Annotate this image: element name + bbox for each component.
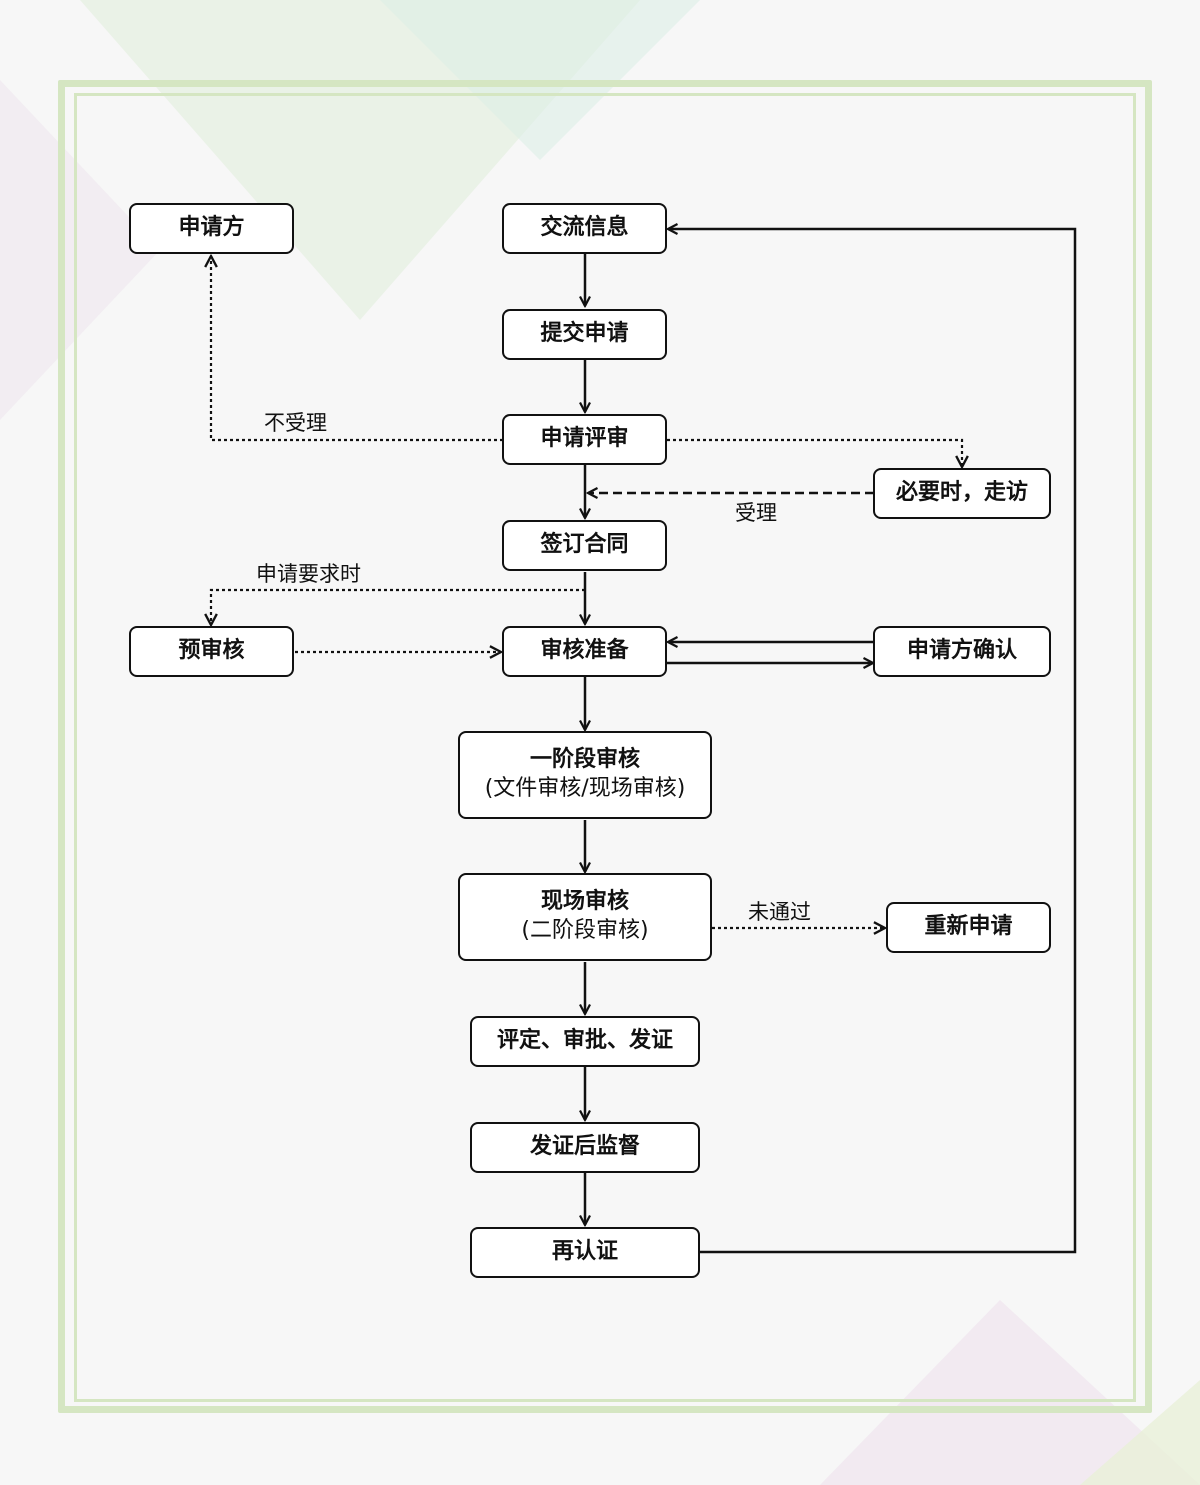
node-application-review-label: 申请评审 xyxy=(540,426,629,452)
label-not-passed: 未通过 xyxy=(748,900,811,924)
node-stage1-audit-detail: (文件审核/现场审核) xyxy=(484,776,686,801)
node-site-visit: 必要时，走访 xyxy=(873,468,1051,519)
node-audit-prep-label: 审核准备 xyxy=(540,638,629,664)
edge-on-request xyxy=(211,588,585,625)
label-on-request: 申请要求时 xyxy=(256,562,361,586)
edge-recert-loop xyxy=(668,229,1077,1254)
node-recertification-label: 再认证 xyxy=(551,1239,618,1265)
node-applicant-confirm-label: 申请方确认 xyxy=(906,638,1017,664)
node-pre-audit: 预审核 xyxy=(129,626,294,677)
node-evaluate-approve: 评定、审批、发证 xyxy=(470,1016,700,1067)
outer-border xyxy=(58,80,1152,1413)
node-submit-application-label: 提交申请 xyxy=(540,321,629,347)
node-post-supervision: 发证后监督 xyxy=(470,1122,700,1173)
node-reapply: 重新申请 xyxy=(886,902,1051,953)
node-submit-application: 提交申请 xyxy=(502,309,667,360)
edge-not-accepted xyxy=(211,256,503,442)
label-not-accepted: 不受理 xyxy=(264,411,327,435)
node-applicant-confirm: 申请方确认 xyxy=(873,626,1051,677)
node-site-visit-label: 必要时，走访 xyxy=(895,480,1028,506)
node-stage1-audit: 一阶段审核 (文件审核/现场审核) xyxy=(458,731,712,819)
node-onsite-audit: 现场审核 (二阶段审核) xyxy=(458,873,712,961)
node-stage1-audit-label: 一阶段审核 xyxy=(529,747,640,773)
node-evaluate-approve-label: 评定、审批、发证 xyxy=(496,1028,673,1054)
node-applicant: 申请方 xyxy=(129,203,294,254)
node-application-review: 申请评审 xyxy=(502,414,667,465)
node-exchange-info-label: 交流信息 xyxy=(540,215,629,241)
node-recertification: 再认证 xyxy=(470,1227,700,1278)
node-audit-prep: 审核准备 xyxy=(502,626,667,677)
node-pre-audit-label: 预审核 xyxy=(178,638,245,664)
node-applicant-label: 申请方 xyxy=(178,215,245,241)
node-exchange-info: 交流信息 xyxy=(502,203,667,254)
edge-review-visit xyxy=(667,438,962,467)
node-post-supervision-label: 发证后监督 xyxy=(529,1134,640,1160)
node-onsite-audit-detail: (二阶段审核) xyxy=(521,918,649,943)
node-sign-contract-label: 签订合同 xyxy=(540,532,629,558)
node-onsite-audit-label: 现场审核 xyxy=(540,889,629,915)
node-sign-contract: 签订合同 xyxy=(502,520,667,571)
inner-border xyxy=(74,93,1136,1402)
node-reapply-label: 重新申请 xyxy=(924,914,1013,940)
label-accepted: 受理 xyxy=(735,501,777,525)
